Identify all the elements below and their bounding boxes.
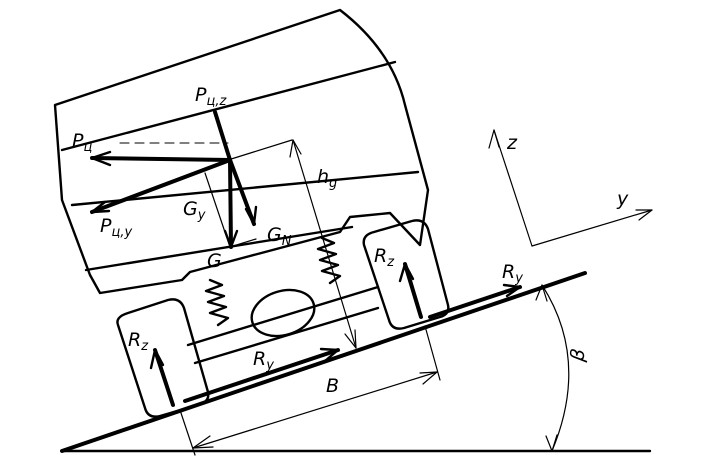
beta-arrow-bottom-icon bbox=[545, 434, 558, 452]
force-gy-line bbox=[204, 172, 231, 248]
hg-dimension-line bbox=[292, 139, 357, 349]
force-rz-right-arrowhead-icon bbox=[398, 262, 415, 283]
force-g-arrow bbox=[228, 158, 233, 249]
slope-line bbox=[60, 271, 587, 453]
hg-arrow-bottom-icon bbox=[344, 329, 357, 349]
force-rz-right-arrow bbox=[403, 262, 423, 319]
label-pc-z: Pц,z bbox=[195, 84, 227, 109]
label-ry-left: Ry bbox=[253, 348, 274, 373]
force-ry-right-arrowhead-icon bbox=[502, 283, 522, 298]
force-rz-left-arrow bbox=[153, 348, 175, 407]
label-gn: GN bbox=[267, 224, 292, 249]
label-rz-right: Rz bbox=[374, 245, 395, 270]
label-gy: Gy bbox=[183, 198, 206, 223]
b-arrow-right-icon bbox=[419, 371, 438, 385]
axle-upper-line bbox=[186, 285, 380, 347]
label-beta: β bbox=[566, 347, 590, 364]
label-rz-left: Rz bbox=[128, 329, 149, 354]
label-ry-right: Ry bbox=[502, 261, 523, 286]
label-axis-y: y bbox=[616, 188, 629, 210]
force-pcy-arrow bbox=[90, 158, 232, 214]
cab-upper-line bbox=[60, 60, 397, 152]
force-ry-left-arrowhead-icon bbox=[319, 347, 340, 363]
b-extension-right bbox=[424, 325, 441, 381]
label-g: G bbox=[207, 250, 222, 272]
label-pc: Pц bbox=[72, 130, 92, 155]
label-pc-y: Pц,y bbox=[100, 215, 132, 240]
axis-z-line bbox=[493, 129, 533, 247]
force-gn-arrowhead-icon bbox=[244, 205, 258, 226]
force-pc-arrow bbox=[90, 156, 232, 162]
axis-y-arrow-icon bbox=[635, 209, 653, 221]
right-wheel bbox=[362, 219, 450, 330]
label-axis-z: z bbox=[506, 132, 518, 154]
force-ry-left-arrow bbox=[183, 348, 340, 403]
b-extension-left bbox=[179, 409, 196, 456]
hg-arrow-top-icon bbox=[289, 139, 302, 158]
cab-lower-line bbox=[84, 225, 354, 272]
beta-angle-arc bbox=[541, 284, 570, 452]
force-pcy-arrowhead-icon bbox=[90, 200, 111, 214]
force-triangle-line bbox=[229, 238, 257, 248]
axis-z-arrow-icon bbox=[488, 129, 500, 149]
axis-y-line bbox=[531, 209, 653, 247]
label-b: B bbox=[326, 375, 339, 397]
force-pc-arrowhead-icon bbox=[90, 150, 112, 167]
b-dimension-line bbox=[192, 371, 438, 449]
right-spring bbox=[316, 236, 342, 285]
force-rz-left-arrowhead-icon bbox=[149, 348, 165, 370]
cab-body bbox=[53, 8, 430, 295]
hg-extension-line bbox=[227, 139, 293, 161]
force-gn-arrow bbox=[228, 158, 256, 226]
force-ry-right-arrow bbox=[428, 285, 522, 319]
beta-arrow-top-icon bbox=[535, 284, 548, 302]
left-spring bbox=[204, 278, 230, 327]
label-hg: hg bbox=[317, 166, 337, 191]
b-arrow-left-icon bbox=[192, 435, 214, 449]
force-pcz-arrow bbox=[213, 110, 232, 162]
differential-housing bbox=[250, 288, 316, 338]
